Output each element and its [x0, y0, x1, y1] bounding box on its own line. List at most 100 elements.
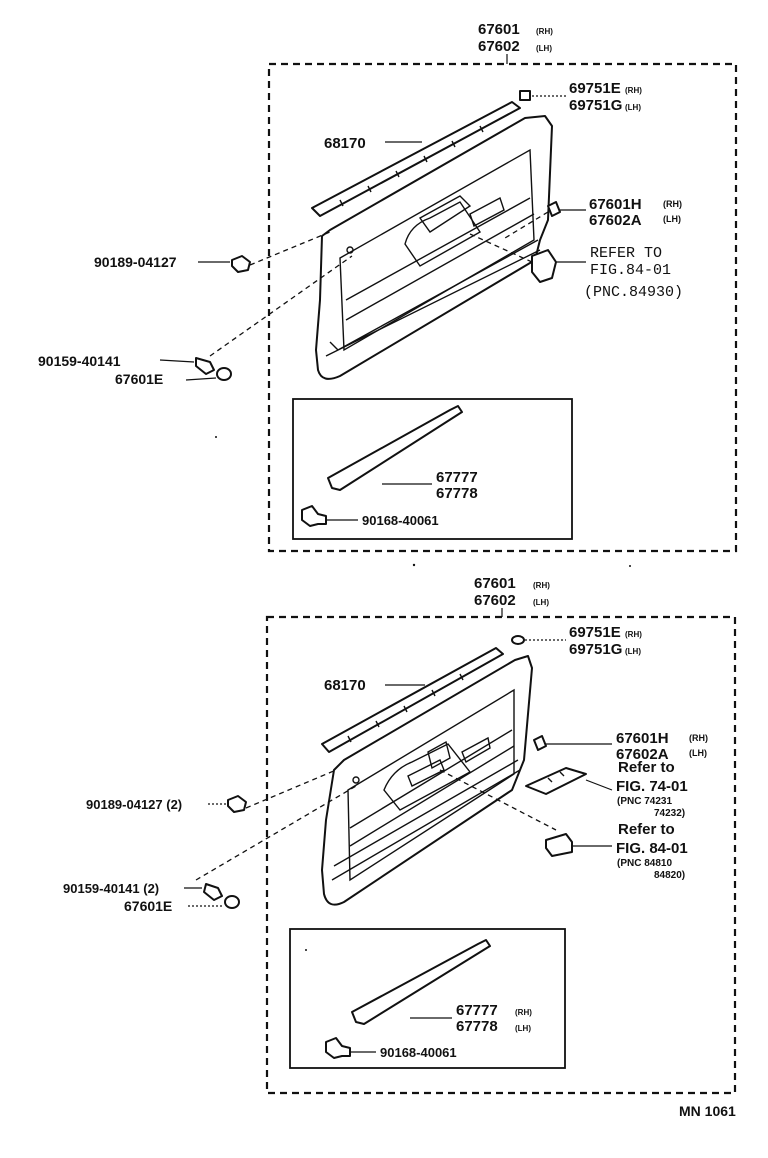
- lower-clip-lh-label: 67602A: [616, 746, 669, 763]
- lower-nut-dash: [245, 769, 337, 809]
- lower-cap-rh-label: 69751E: [569, 624, 621, 641]
- speck: [305, 949, 307, 951]
- lower-refer1-line3: (PNC 74231: [617, 796, 672, 807]
- lower-panel-screw-label: 90168-40061: [380, 1045, 457, 1060]
- upper-refer-line3: (PNC.84930): [584, 284, 683, 301]
- lower-refer2-line1: Refer to: [618, 821, 675, 838]
- lower-assy-rh-number: 67601: [474, 575, 516, 592]
- lower-nut-shape: [227, 795, 247, 813]
- upper-nut-label: 90189-04127: [94, 254, 177, 270]
- upper-trim-screw-hole: [346, 246, 354, 254]
- upper-trim-lower-pocket: [325, 239, 541, 357]
- upper-cap-lh-label: 69751G: [569, 97, 622, 114]
- lower-trim-handle-recess: [427, 736, 491, 770]
- upper-trim-armrest-lines: [345, 197, 535, 321]
- lower-cap-rh-suffix: (RH): [625, 630, 642, 639]
- speck: [215, 436, 217, 438]
- lower-lower-panel-shape: [351, 939, 491, 1025]
- upper-cap-rh-suffix: (RH): [625, 86, 642, 95]
- lower-trim-screw-hole: [352, 776, 360, 784]
- upper-screw-shape: [195, 357, 215, 375]
- upper-screw-leader: [159, 359, 195, 363]
- lower-screw-shape: [203, 883, 223, 901]
- lower-cover-shape: [224, 895, 240, 909]
- upper-assy-rh-suffix: (RH): [536, 27, 553, 36]
- upper-assembly: 67601 (RH) 67602 (LH) 68170 69751E (RH) …: [38, 21, 738, 553]
- lower-weatherstrip-shape: [321, 647, 504, 753]
- upper-panel-screw-label: 90168-40061: [362, 513, 439, 528]
- lower-panel-b-label: 67778: [456, 1018, 498, 1035]
- upper-trim-pull-pocket: [404, 201, 481, 267]
- lower-clip-rh-label: 67601H: [616, 730, 669, 747]
- lower-refer2-line4: 84820): [654, 870, 685, 881]
- lower-screw-dash: [195, 785, 357, 881]
- lower-screw-label: 90159-40141 (2): [63, 881, 159, 896]
- lower-weatherstrip-label: 68170: [324, 677, 366, 694]
- lower-switch-base-shape: [525, 767, 587, 795]
- upper-assy-lh-suffix: (LH): [536, 44, 552, 53]
- lower-panel-b-suffix: (LH): [515, 1024, 531, 1033]
- lower-assy-lh-suffix: (LH): [533, 598, 549, 607]
- upper-weatherstrip-label: 68170: [324, 135, 366, 152]
- upper-refer-line1: REFER TO: [590, 245, 662, 262]
- upper-assembly-frame: [267, 62, 738, 553]
- lower-clip-shape: [533, 735, 547, 751]
- lower-refer2-line3: (PNC 84810: [617, 858, 672, 869]
- lower-inset-box: [289, 928, 566, 1069]
- lower-clip-lh-suffix: (LH): [689, 748, 707, 758]
- upper-cover-leader: [185, 377, 217, 381]
- lower-cap-lh-label: 69751G: [569, 641, 622, 658]
- upper-clip-lh-suffix: (LH): [663, 214, 681, 224]
- speck: [412, 563, 416, 567]
- lower-panel-a-suffix: (RH): [515, 1008, 532, 1017]
- upper-nut-dash: [249, 231, 331, 266]
- upper-assy-rh-number: 67601: [478, 21, 520, 38]
- lower-refer1-line4: 74232): [654, 808, 685, 819]
- lower-clip-rh-suffix: (RH): [689, 733, 708, 743]
- lower-trim-armrest-lines: [349, 729, 515, 847]
- upper-door-trim-board: [315, 115, 553, 380]
- upper-cap-shape: [519, 90, 531, 101]
- speck: [629, 565, 631, 567]
- upper-trim-inner-outline: [339, 148, 535, 352]
- lower-assembly-frame: [265, 615, 737, 1095]
- lower-cover-label: 67601E: [124, 898, 172, 914]
- upper-refer-line2: FIG.84-01: [590, 262, 671, 279]
- upper-switch-dash: [469, 233, 533, 263]
- lower-trim-switch-opening: [407, 759, 445, 787]
- lower-assy-rh-suffix: (RH): [533, 581, 550, 590]
- upper-nut-shape: [231, 255, 251, 273]
- lower-panel-a-label: 67777: [456, 1002, 498, 1019]
- upper-panel-screw-shape: [301, 505, 327, 527]
- upper-cover-shape: [216, 367, 232, 381]
- lower-refer2-line2: FIG. 84-01: [616, 840, 688, 857]
- upper-cover-label: 67601E: [115, 371, 163, 387]
- lower-cap-shape: [511, 635, 525, 645]
- lower-refer1-line2: FIG. 74-01: [616, 778, 688, 795]
- lower-switch-shape: [545, 833, 573, 857]
- lower-weatherstrip-teeth: [347, 673, 464, 743]
- upper-assy-lh-number: 67602: [478, 38, 520, 55]
- upper-screw-dash: [209, 255, 353, 357]
- upper-clip-rh-label: 67601H: [589, 196, 642, 213]
- upper-weatherstrip-shape: [311, 101, 521, 217]
- lower-panel-screw-shape: [325, 1037, 351, 1059]
- lower-refer1-leader: [585, 779, 613, 791]
- upper-lower-panel-shape: [327, 405, 463, 491]
- lower-switch-dash: [439, 769, 557, 831]
- upper-clip-shape: [547, 201, 561, 217]
- upper-inset-box: [292, 398, 573, 540]
- lower-cap-lh-suffix: (LH): [625, 647, 641, 656]
- upper-cap-lh-suffix: (LH): [625, 103, 641, 112]
- lower-refer1-line1: Refer to: [618, 759, 675, 776]
- diagram-code: MN 1061: [679, 1103, 736, 1119]
- upper-panel-a-label: 67777: [436, 469, 478, 486]
- lower-switch-base-detail: [547, 771, 565, 783]
- lower-assy-lh-number: 67602: [474, 592, 516, 609]
- upper-cap-rh-label: 69751E: [569, 80, 621, 97]
- lower-trim-lower-pocket: [331, 759, 521, 881]
- upper-screw-label: 90159-40141: [38, 353, 121, 369]
- upper-clip-rh-suffix: (RH): [663, 199, 682, 209]
- upper-panel-b-label: 67778: [436, 485, 478, 502]
